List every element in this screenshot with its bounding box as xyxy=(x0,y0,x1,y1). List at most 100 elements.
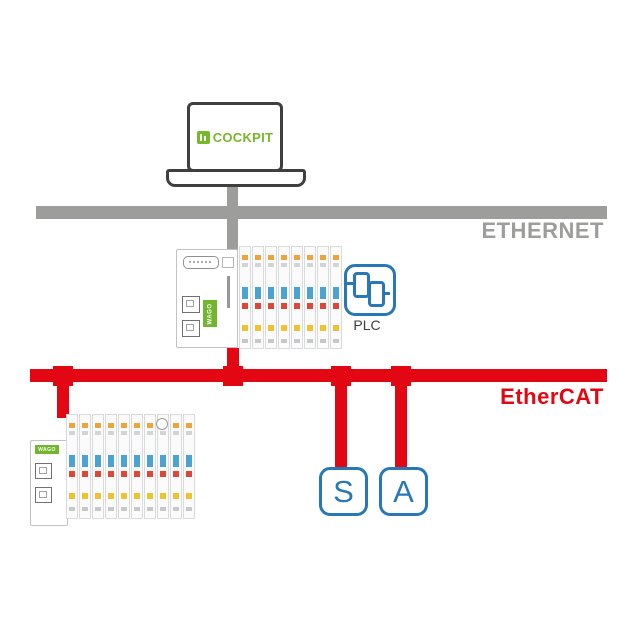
sd-card-slot xyxy=(227,276,230,308)
dsub-connector-icon xyxy=(183,256,219,269)
status-led xyxy=(160,493,166,499)
status-led xyxy=(268,255,274,260)
io-module-slice xyxy=(92,414,104,519)
status-led xyxy=(95,423,101,428)
ethernet-port-icon xyxy=(35,463,52,479)
status-led xyxy=(294,263,300,267)
status-led xyxy=(147,507,153,511)
status-led xyxy=(173,493,179,499)
status-led xyxy=(281,255,287,260)
status-led xyxy=(147,471,153,477)
ethercat-drop-s-node xyxy=(335,380,347,470)
io-module-slice xyxy=(252,246,264,349)
status-led xyxy=(69,455,75,467)
status-led xyxy=(255,303,261,309)
plc-icon-block xyxy=(368,281,385,307)
status-led xyxy=(134,471,140,477)
status-led xyxy=(108,493,114,499)
plc-icon-connector xyxy=(381,292,390,295)
status-led xyxy=(173,455,179,467)
status-led xyxy=(307,339,313,343)
status-led xyxy=(294,339,300,343)
status-led xyxy=(307,255,313,260)
status-led xyxy=(320,255,326,260)
status-led xyxy=(242,287,248,299)
status-led xyxy=(82,493,88,499)
status-led xyxy=(242,303,248,309)
status-led xyxy=(95,431,101,435)
cockpit-logo: COCKPIT xyxy=(196,130,274,145)
status-led xyxy=(333,325,339,331)
plc-controller: WAGO xyxy=(176,246,348,350)
status-led xyxy=(134,431,140,435)
status-led xyxy=(134,507,140,511)
status-led xyxy=(242,263,248,267)
status-led xyxy=(69,471,75,477)
slave-node-s-label: S xyxy=(333,474,354,509)
status-led xyxy=(320,287,326,299)
slave-node-a-label: A xyxy=(393,474,414,509)
status-led xyxy=(160,471,166,477)
io-module-slice xyxy=(157,414,169,519)
status-led xyxy=(281,303,287,309)
status-led xyxy=(186,493,192,499)
status-led xyxy=(82,423,88,428)
slave-node-s: S xyxy=(319,467,368,516)
io-module-slice xyxy=(265,246,277,349)
plc-icon xyxy=(344,264,396,316)
io-module-slice xyxy=(105,414,117,519)
status-led xyxy=(320,303,326,309)
status-led xyxy=(320,339,326,343)
status-led xyxy=(242,255,248,260)
status-led xyxy=(186,455,192,467)
io-module-slice xyxy=(170,414,182,519)
status-led xyxy=(307,287,313,299)
status-led xyxy=(108,423,114,428)
status-led xyxy=(307,303,313,309)
status-led xyxy=(69,423,75,428)
status-led xyxy=(108,471,114,477)
status-led xyxy=(69,493,75,499)
status-led xyxy=(95,471,101,477)
status-led xyxy=(147,455,153,467)
ethercat-drop-a-node xyxy=(395,380,407,470)
status-led xyxy=(147,423,153,428)
status-led xyxy=(281,287,287,299)
status-led xyxy=(95,493,101,499)
status-led xyxy=(186,431,192,435)
status-led xyxy=(121,471,127,477)
status-led xyxy=(160,455,166,467)
status-led xyxy=(121,507,127,511)
io-module-slice xyxy=(291,246,303,349)
status-led xyxy=(108,455,114,467)
status-led xyxy=(186,471,192,477)
status-led xyxy=(186,507,192,511)
ethercat-junction-node xyxy=(53,366,73,386)
status-led xyxy=(333,303,339,309)
io-module-slice xyxy=(79,414,91,519)
laptop-screen: COCKPIT xyxy=(187,102,283,172)
wago-logo-text: WAGO xyxy=(207,303,213,324)
status-led xyxy=(294,325,300,331)
io-module-slice xyxy=(304,246,316,349)
status-led xyxy=(268,263,274,267)
status-led xyxy=(268,303,274,309)
status-led xyxy=(242,339,248,343)
ethernet-port-icon xyxy=(182,320,200,337)
status-led xyxy=(281,325,287,331)
ethercat-junction-node xyxy=(331,366,351,386)
status-led xyxy=(82,431,88,435)
status-led xyxy=(121,493,127,499)
status-led xyxy=(82,471,88,477)
status-led xyxy=(160,431,166,435)
status-led xyxy=(147,493,153,499)
status-led xyxy=(121,455,127,467)
status-led xyxy=(333,287,339,299)
status-led xyxy=(294,255,300,260)
status-led xyxy=(82,507,88,511)
io-module-slice xyxy=(118,414,130,519)
status-led xyxy=(173,507,179,511)
controller-io-modules xyxy=(239,246,342,349)
service-button xyxy=(222,257,234,268)
status-led xyxy=(255,255,261,260)
